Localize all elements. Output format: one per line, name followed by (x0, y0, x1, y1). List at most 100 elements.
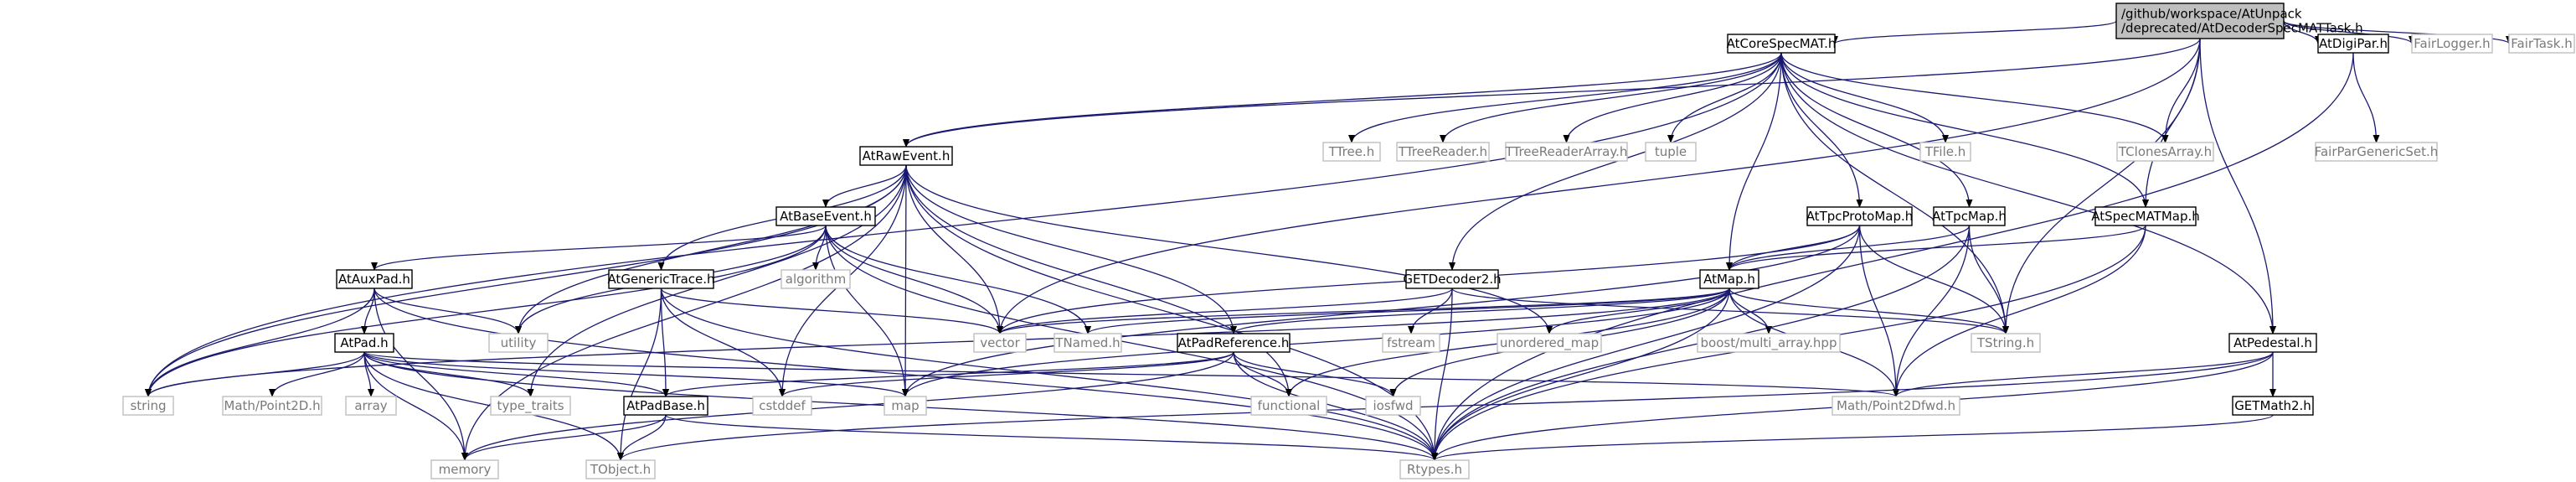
node-box (2116, 142, 2214, 162)
edge-line (822, 164, 907, 208)
node-atspecmatmap[interactable]: AtSpecMATMap.h (2091, 206, 2200, 226)
edge-attpcmap-to-point2dfwd (1893, 225, 1971, 397)
edge-line (1780, 52, 1973, 208)
node-atpadbase[interactable]: AtPadBase.h (623, 396, 708, 416)
edge-getmath2-to-rtypes (1431, 414, 2274, 461)
node-fairlogger: FairLogger.h (2411, 34, 2493, 54)
edge-line (2283, 20, 2321, 44)
edge-getdecoder2-to-fstream (1408, 288, 1453, 334)
node-getdecoder2[interactable]: GETDecoder2.h (1403, 269, 1502, 289)
node-atmap[interactable]: AtMap.h (1699, 269, 1759, 289)
node-ttreereaderarray: TTreeReaderArray.h (1505, 142, 1628, 162)
edge-atrawevent-to-atbaseevent (822, 164, 907, 208)
edge-atmap-to-vector (997, 288, 1730, 334)
node-label: /github/workspace/AtUnpack (2121, 7, 2302, 22)
edge-line (617, 288, 662, 461)
edge-line (2283, 20, 2512, 44)
edge-atpadreference-to-memory (461, 351, 1234, 461)
node-label: AtPad.h (340, 335, 388, 350)
edge-atdigipar-to-fairpargenericset (2352, 52, 2380, 143)
node-atpedestal[interactable]: AtPedestal.h (2228, 333, 2317, 353)
edge-atcorespecmat-to-ttreereader (1440, 52, 1782, 143)
node-label: tuple (1655, 144, 1687, 159)
node-label: Math/Point2Dfwd.h (1837, 398, 1955, 413)
node-box (859, 146, 953, 166)
edge-atpad-to-atpadbase (363, 351, 669, 397)
node-box (1699, 269, 1759, 289)
node-box (336, 269, 413, 289)
edge-line (903, 38, 2201, 148)
node-label: cstddef (759, 398, 806, 413)
node-label: algorithm (786, 272, 846, 287)
edge-atpad-to-map (363, 351, 909, 397)
edge-atpad-to-point2dfwd (363, 351, 1899, 397)
node-attpcprotomap[interactable]: AtTpcProtoMap.h (1806, 206, 1914, 226)
edge-atgenerictrace-to-rtypes (660, 288, 1438, 461)
node-tstring: TString.h (1971, 333, 2041, 353)
node-box (345, 396, 397, 416)
node-attpcmap[interactable]: AtTpcMap.h (1932, 206, 2007, 226)
edge-line (902, 164, 909, 397)
node-cstddef: cstddef (752, 396, 812, 416)
edge-line (1451, 288, 2009, 334)
edge-attpcprotomap-to-tstring (1858, 225, 2009, 334)
edge-line (1780, 52, 2169, 143)
edge-line (1233, 351, 1438, 461)
node-box (973, 333, 1027, 353)
edge-atcorespecmat-to-attpcprotomap (1780, 52, 1863, 208)
edge-line (662, 351, 1234, 397)
edge-root-to-atrawevent (903, 38, 2201, 148)
node-label: AtTpcProtoMap.h (1806, 209, 1914, 224)
edge-atpadreference-to-rtypes (1233, 351, 1438, 461)
edge-line (1431, 414, 2274, 461)
edge-line (660, 288, 669, 397)
edge-atpedestal-to-point2dfwd (1893, 351, 2274, 397)
edge-atrawevent-to-functional (905, 164, 1292, 397)
node-box (1365, 396, 1421, 416)
edge-line (825, 225, 1091, 334)
node-utility: utility (488, 333, 549, 353)
node-box (2317, 34, 2389, 54)
node-box (2411, 34, 2493, 54)
node-box (2315, 142, 2438, 162)
edge-line (660, 288, 786, 397)
node-rtypes: Rtypes.h (1399, 459, 1470, 479)
node-atrawevent[interactable]: AtRawEvent.h (859, 146, 953, 166)
edge-atcorespecmat-to-tfile (1780, 52, 1949, 143)
edge-atspecmatmap-to-point2dfwd (1893, 225, 2146, 397)
node-label: FairParGenericSet.h (2315, 144, 2439, 159)
edge-line (145, 225, 827, 397)
edge-line (1893, 225, 1971, 397)
node-atgenerictrace[interactable]: AtGenericTrace.h (607, 269, 715, 289)
edge-line (997, 288, 1453, 334)
node-atdigipar[interactable]: AtDigiPar.h (2317, 34, 2389, 54)
node-atbaseevent[interactable]: AtBaseEvent.h (775, 206, 876, 226)
node-functional: functional (1250, 396, 1327, 416)
node-label: GETMath2.h (2234, 398, 2311, 413)
node-atpadreference[interactable]: AtPadReference.h (1177, 333, 1291, 353)
node-getmath2[interactable]: GETMath2.h (2232, 396, 2314, 416)
edge-root-to-fairtask (2283, 20, 2512, 44)
edge-root-to-vector (997, 38, 2201, 334)
edge-line (371, 225, 827, 271)
edge-getdecoder2-to-rtypes (1431, 288, 1453, 461)
edge-line (617, 351, 2274, 461)
node-label: type_traits (497, 398, 564, 414)
edge-line (374, 288, 468, 461)
node-atpad[interactable]: AtPad.h (334, 333, 394, 353)
node-label: TObject.h (590, 462, 651, 477)
edge-atgenerictrace-to-cstddef (660, 288, 786, 397)
edge-line (1563, 52, 1782, 143)
edge-atpedestal-to-tobject (617, 351, 2274, 461)
node-atcorespecmat[interactable]: AtCoreSpecMAT.h (1727, 34, 1837, 54)
node-label: AtGenericTrace.h (607, 272, 714, 287)
edge-line (905, 164, 1292, 397)
edge-atmap-to-rtypes (1431, 288, 1730, 461)
edge-atmap-to-unordered-map (1546, 288, 1730, 334)
edge-root-to-tstring (2002, 38, 2201, 334)
edge-line (1431, 288, 1453, 461)
node-label: vector (980, 335, 1020, 350)
edge-atbaseevent-to-atauxpad (371, 225, 827, 271)
node-atauxpad[interactable]: AtAuxPad.h (336, 269, 413, 289)
